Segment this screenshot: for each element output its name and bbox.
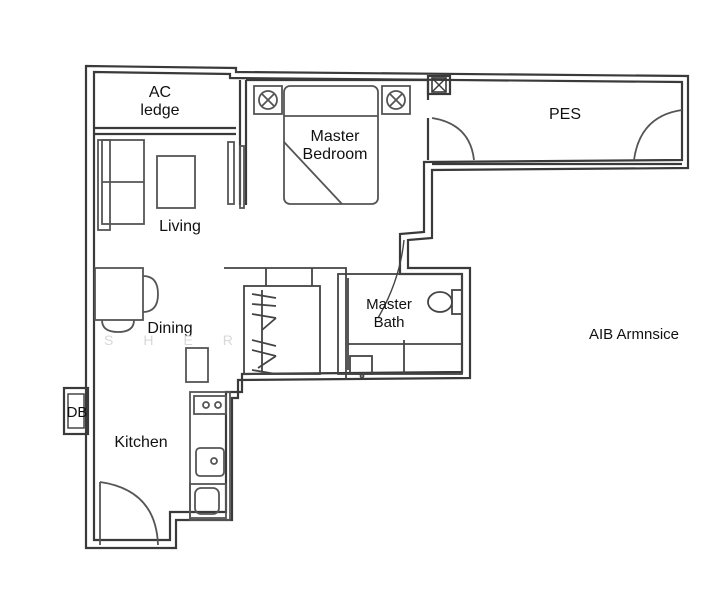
ac-ledge-walls [94, 126, 236, 136]
db-box [62, 386, 90, 436]
room-label-ac-ledge: AC ledge [130, 84, 190, 120]
pes-doors [431, 109, 683, 161]
master-bath-line2: Bath [373, 314, 405, 331]
master-bath-line1: Master [366, 296, 412, 313]
ac-ledge-line1: AC [148, 84, 172, 101]
bed [253, 85, 411, 205]
side-annotation: AIB Armnsice [588, 326, 680, 343]
ac-ledge-line2: ledge [140, 102, 180, 119]
watermark: SHER [104, 332, 263, 348]
master-bath-fixtures [337, 239, 463, 379]
wardrobe [224, 267, 347, 380]
room-label-master-bedroom: Master Bedroom [290, 128, 380, 164]
room-label-master-bath: Master Bath [352, 296, 426, 332]
kitchen-counter [189, 391, 231, 521]
master-bedroom-line1: Master [310, 128, 360, 145]
room-label-dining: Dining [147, 320, 193, 337]
room-label-kitchen: Kitchen [114, 434, 168, 451]
dining-table [94, 267, 209, 383]
master-bedroom-line2: Bedroom [302, 146, 368, 163]
room-label-living: Living [159, 218, 201, 235]
room-label-db: DB [66, 404, 88, 421]
kitchen-door [99, 481, 159, 546]
room-label-pes: PES [548, 106, 581, 123]
bedroom-walls [238, 74, 452, 205]
living-furniture [97, 139, 245, 231]
